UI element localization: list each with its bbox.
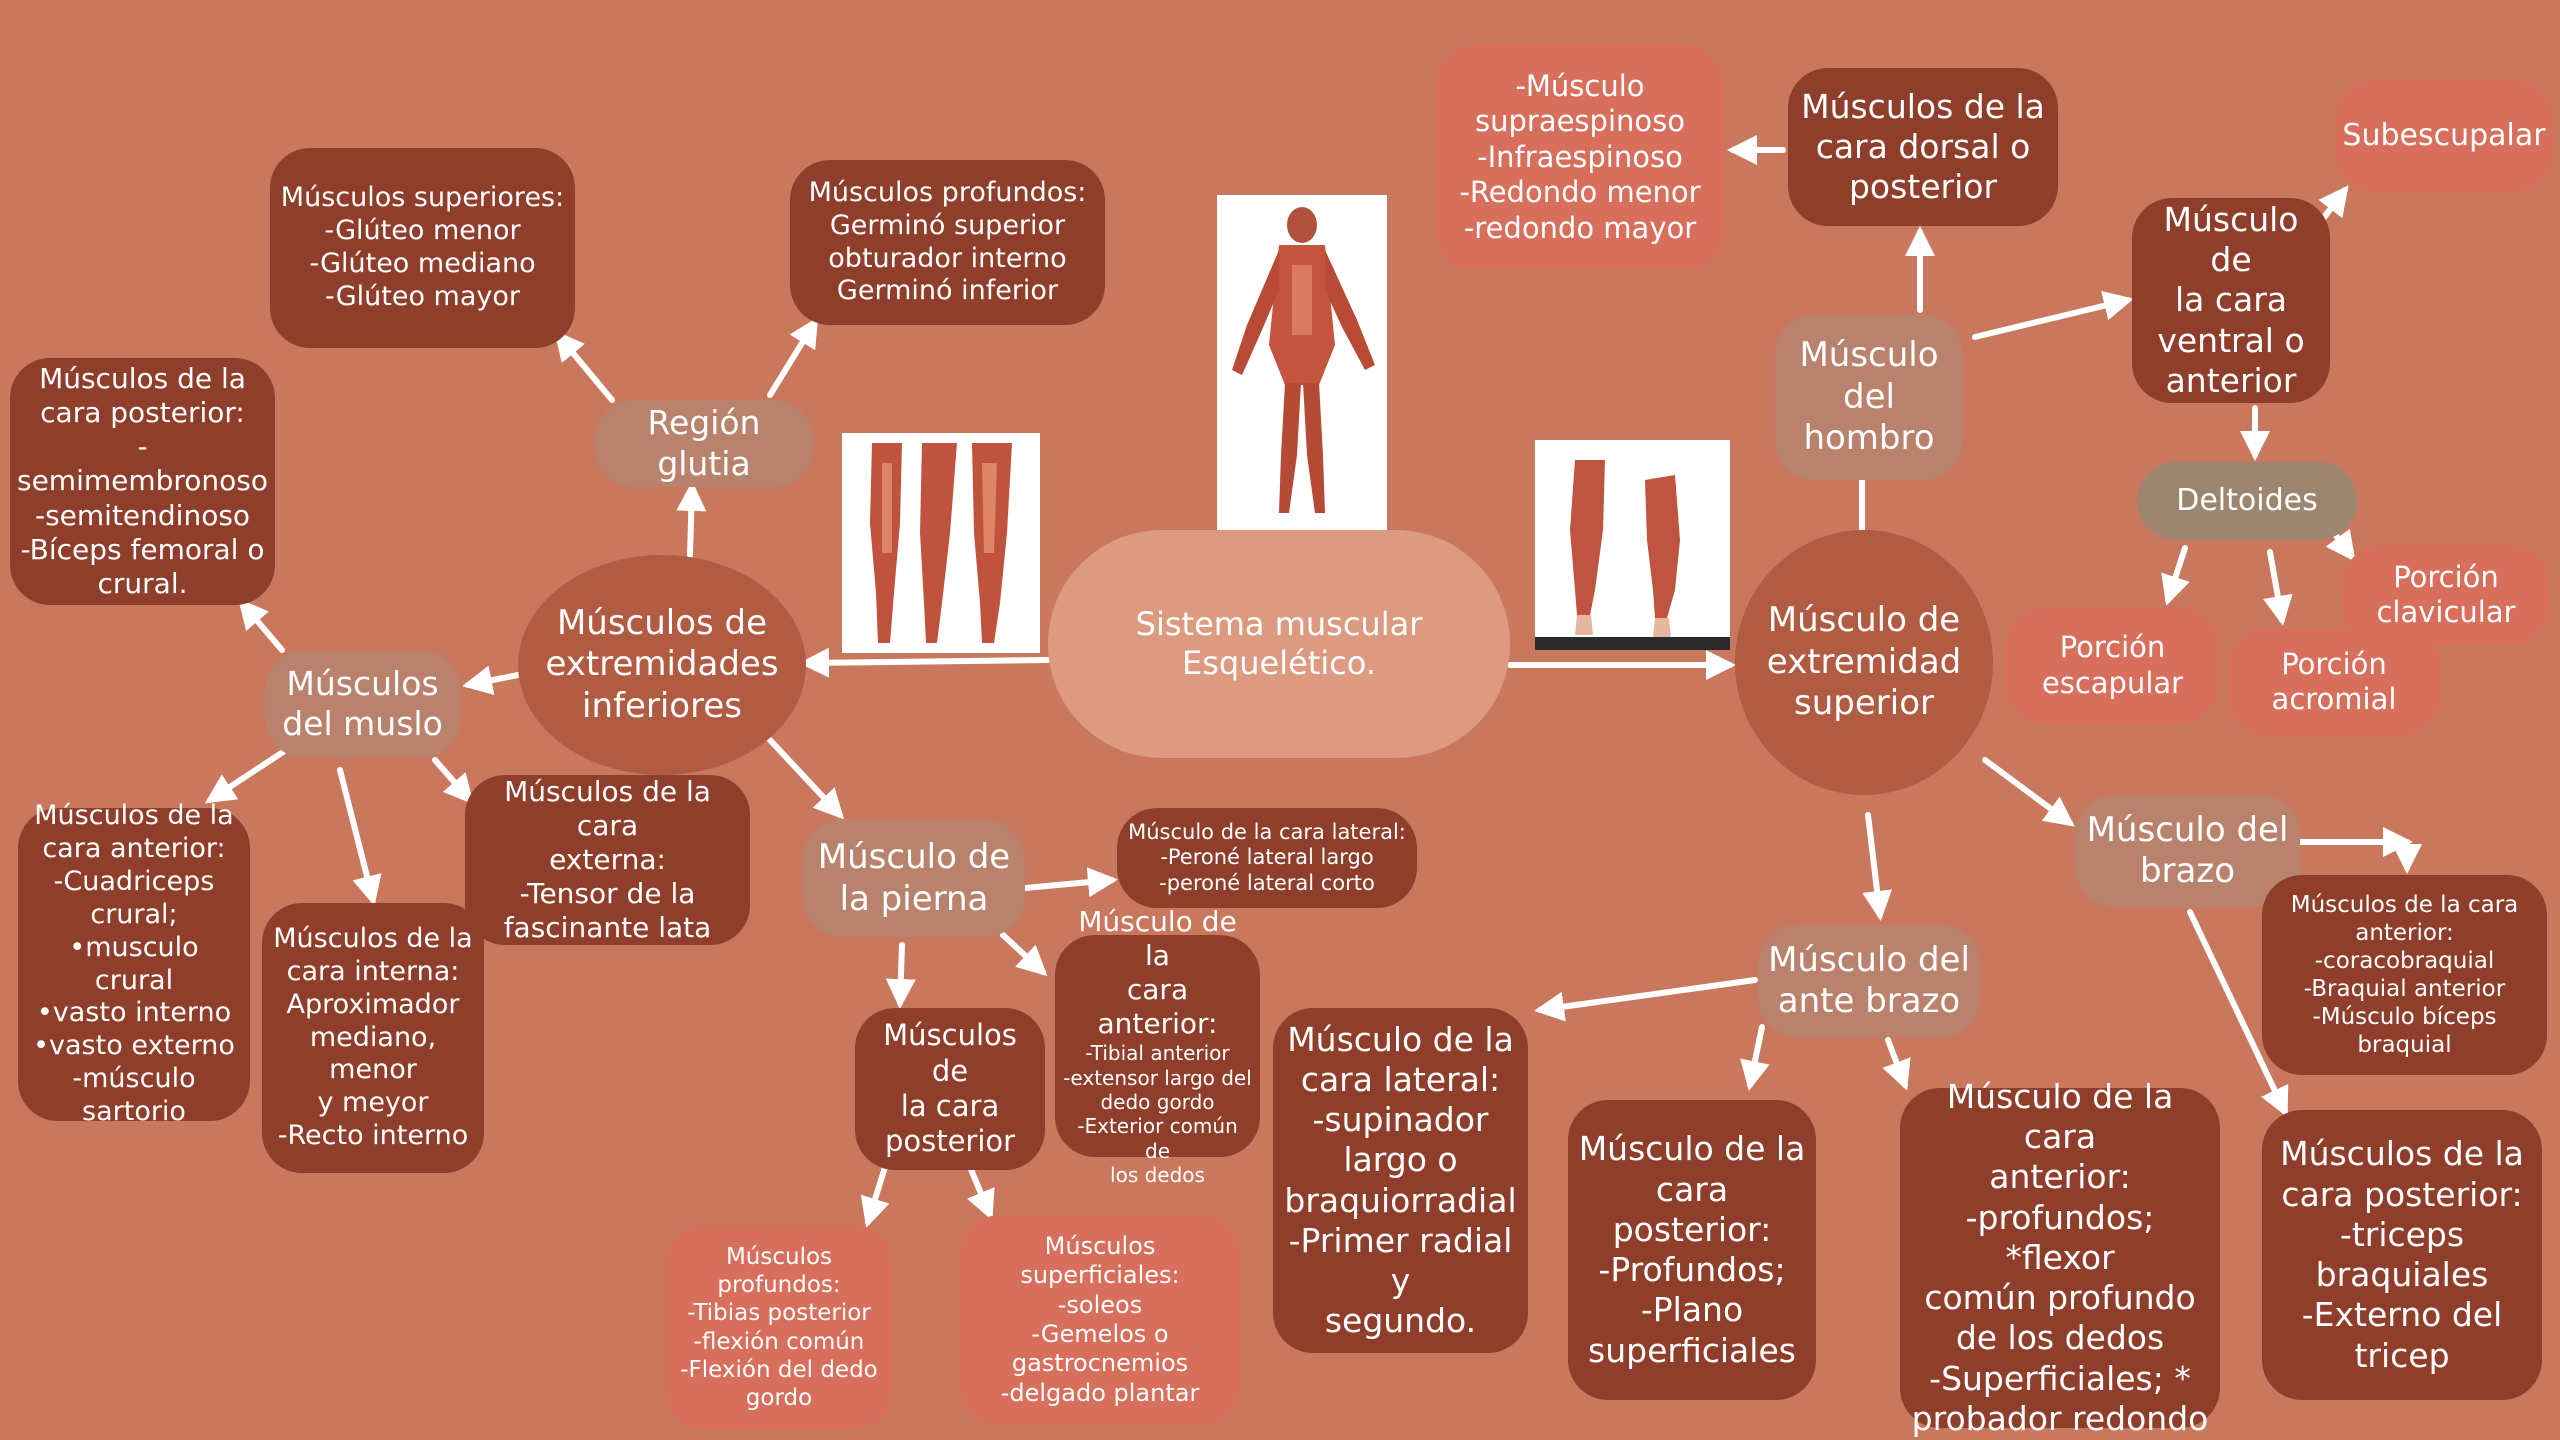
- arrow-deltoid-to-scapular: [2161, 545, 2190, 606]
- center-node: Sistema muscular Esquelético.: [1048, 530, 1510, 758]
- arrow-leg-to-lateral: [1022, 867, 1118, 898]
- leg-deep-node: Músculos profundos: -Tibias posterior -f…: [665, 1225, 893, 1430]
- upper-limb-node: Músculo de extremidad superior: [1735, 530, 1993, 795]
- full-body-muscle-image: [1217, 195, 1387, 530]
- arrow-legpost-to-superficial: [966, 1164, 995, 1221]
- arrow-leg-to-posterior: [885, 942, 916, 1009]
- arrow-thigh-to-internal: [337, 767, 382, 906]
- gluteal-superior-node: Músculos superiores: -Glúteo menor -Glút…: [270, 148, 575, 348]
- arm-muscle-image: [1535, 440, 1730, 650]
- forearm-lateral-node: Músculo de la cara lateral: -supinador l…: [1273, 1008, 1528, 1353]
- arrow-forearm-to-lateral: [1534, 977, 1758, 1022]
- deltoid-acromial-node: Porción acromial: [2228, 628, 2440, 736]
- leg-muscles-icon: [870, 443, 1012, 643]
- thigh-internal-node: Músculos de la cara interna: Aproximador…: [262, 903, 484, 1173]
- shoulder-ventral-node: Músculo de la cara ventral o anterior: [2132, 198, 2330, 403]
- shoulder-dorsal-node: Músculos de la cara dorsal o posterior: [1788, 68, 2058, 226]
- arm-muscles-icon: [1535, 460, 1730, 650]
- forearm-anterior-node: Músculo de la cara anterior: -profundos;…: [1900, 1077, 2220, 1438]
- lower-limb-node: Músculos de extremidades inferiores: [518, 555, 806, 775]
- arrow-center-to-lower: [799, 647, 1051, 678]
- leg-anterior-title: Músculo de la cara anterior:: [1078, 904, 1237, 1040]
- arm-posterior-node: Músculos de la cara posterior: -triceps …: [2262, 1110, 2542, 1400]
- leg-posterior-node: Músculos de la cara posterior: [855, 1008, 1045, 1170]
- arrow-gluteal-to-deep: [767, 316, 819, 398]
- forearm-node: Músculo del ante brazo: [1758, 925, 1980, 1037]
- leg-lateral-node: Músculo de la cara lateral: -Peroné late…: [1117, 808, 1417, 908]
- deltoid-clavicular-node: Porción clavicular: [2342, 545, 2550, 645]
- arm-anterior-node: Músculos de la cara anterior: -coracobra…: [2262, 875, 2547, 1075]
- deltoid-node: Deltoides: [2137, 462, 2357, 540]
- arm-node: Músculo del brazo: [2075, 795, 2300, 907]
- arrow-lower-to-leg: [767, 737, 845, 820]
- gluteal-region-node: Región glutia: [595, 400, 813, 487]
- shoulder-node: Músculo del hombro: [1775, 315, 1963, 480]
- arrow-deltoid-to-acromial: [2263, 549, 2293, 626]
- thigh-node: Músculos del muslo: [265, 650, 460, 758]
- leg-node: Músculo de la pierna: [803, 820, 1025, 937]
- arrow-forearm-to-posterior: [1740, 1024, 1770, 1091]
- arrow-thigh-to-posterior: [238, 598, 285, 653]
- arrow-lower-to-gluteal: [676, 481, 707, 558]
- arrow-upper-to-forearm: [1862, 812, 1893, 921]
- leg-anterior-node: Músculo de la cara anterior: -Tibial ant…: [1055, 905, 1260, 1187]
- forearm-posterior-node: Músculo de la cara posterior: -Profundos…: [1568, 1100, 1816, 1400]
- arrow-thigh-to-anterior: [204, 749, 286, 804]
- thigh-external-node: Músculos de la cara externa: -Tensor de …: [465, 775, 750, 945]
- arrow-thigh-to-external: [432, 757, 474, 805]
- arrow-ventral-to-subscapular: [2318, 185, 2349, 223]
- arrow-legpost-to-deep: [860, 1164, 890, 1228]
- human-muscle-figure-icon: [1232, 207, 1375, 513]
- arrow-shoulder-to-ventral: [1972, 291, 2134, 340]
- thigh-anterior-node: Músculos de la cara anterior: -Cuadricep…: [18, 800, 250, 1127]
- thigh-posterior-node: Músculos de la cara posterior: -semimemb…: [10, 358, 275, 605]
- arrow-lower-to-thigh: [462, 665, 521, 696]
- leg-anterior-items: -Tibial anterior -extensor largo del ded…: [1063, 1041, 1252, 1188]
- shoulder-dorsal-list-node: -Músculo supraespinoso -Infraespinoso -R…: [1435, 45, 1725, 270]
- leg-superficial-node: Músculos superficiales: -soleos -Gemelos…: [960, 1215, 1240, 1425]
- arrow-forearm-to-anterior: [1882, 1037, 1911, 1091]
- arrow-leg-to-anterior: [1000, 932, 1048, 977]
- arrow-gluteal-to-superior: [554, 330, 615, 403]
- subscapular-node: Subescupalar: [2335, 80, 2553, 192]
- gluteal-deep-node: Músculos profundos: Germinó superior obt…: [790, 160, 1105, 325]
- arrow-upper-to-arm: [1982, 757, 2075, 827]
- deltoid-scapular-node: Porción escapular: [2005, 608, 2220, 723]
- leg-muscle-image: [842, 433, 1040, 653]
